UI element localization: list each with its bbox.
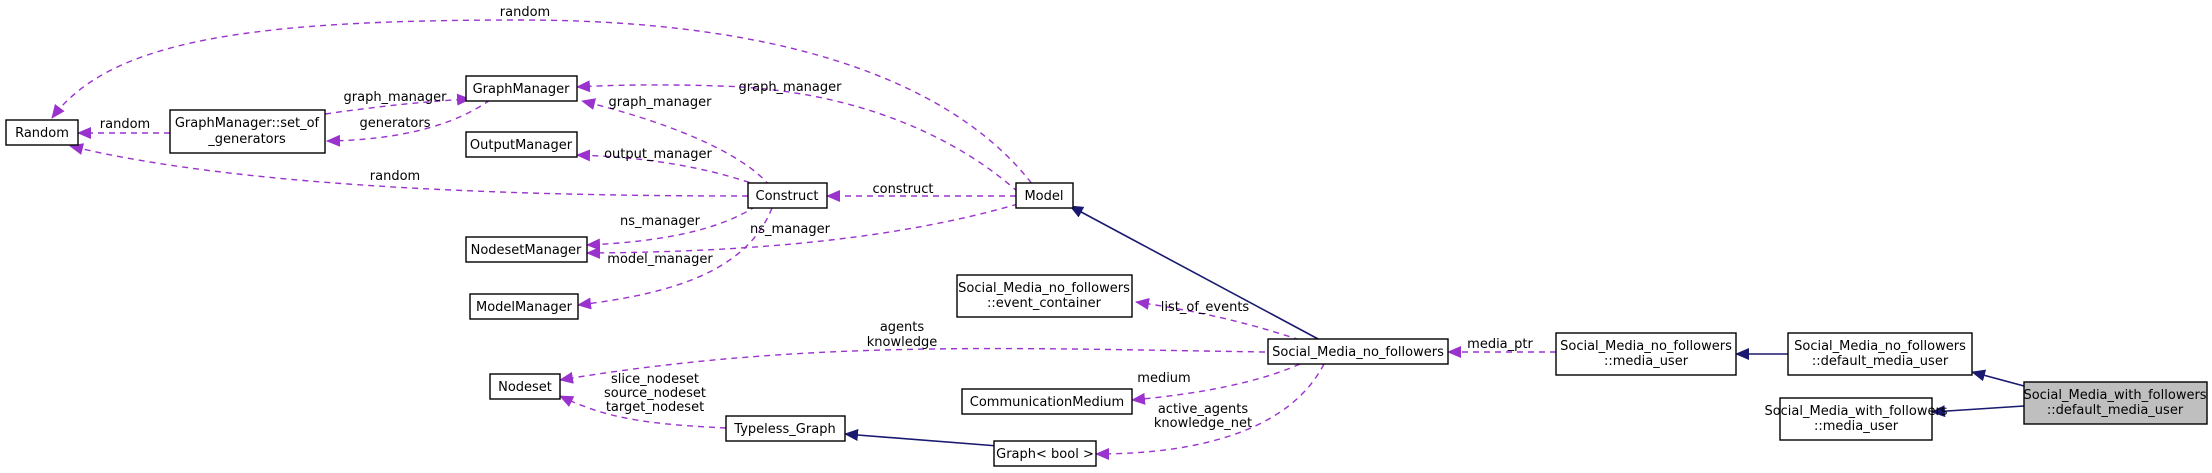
edge-label-model-construct: construct [872,182,933,197]
node-graph-bool[interactable]: Graph< bool > [993,440,1097,467]
edge-smnf-comm-medium [1131,363,1301,405]
edge-label-model-graph-manager: graph_manager [739,80,843,95]
edge-label-gmset-graph-manager: graph_manager [344,90,448,105]
edge-label-construct-ns-manager: ns_manager [620,214,701,229]
node-model[interactable]: Model [1015,182,1074,209]
node-construct[interactable]: Construct [747,182,828,209]
edge-swf-default-swf-media-user [1931,405,2025,418]
svg-text:GraphManager: GraphManager [473,82,571,97]
node-random[interactable]: Random [5,119,79,146]
edge-smnf-model [1069,205,1321,341]
svg-text:Social_Media_with_followers::m: Social_Media_with_followers::media_user [1764,404,1947,434]
node-communication-medium[interactable]: CommunicationMedium [961,388,1133,415]
svg-text:Nodeset: Nodeset [498,380,552,395]
edge-construct-model-manager [577,207,773,310]
edge-construct-graph-manager [581,98,771,187]
edge-label-construct-model-manager: model_manager [607,252,713,267]
svg-text:Social_Media_no_followers::def: Social_Media_no_followers::default_media… [1794,339,1966,369]
svg-text:Social_Media_with_followers::d: Social_Media_with_followers::default_med… [2023,388,2206,418]
node-smnf-default-media-user[interactable]: Social_Media_no_followers::default_media… [1787,332,1973,376]
edge-model-graph-manager [576,80,1019,193]
edge-smnf-nodeset [559,347,1266,384]
node-output-manager[interactable]: OutputManager [465,131,578,158]
edge-label-construct-output-manager: output_manager [604,147,712,162]
node-model-manager[interactable]: ModelManager [469,293,579,320]
svg-text:GraphManager::set_of_generator: GraphManager::set_of_generators [175,116,320,147]
edge-model-ns-manager [586,203,1019,259]
node-typeless-graph[interactable]: Typeless_Graph [725,415,846,442]
svg-text:CommunicationMedium: CommunicationMedium [970,395,1124,410]
edge-label-media-user-smnf: media_ptr [1467,337,1533,352]
edge-gmset-graph-manager [324,93,471,115]
svg-text:OutputManager: OutputManager [470,138,573,153]
svg-text:ModelManager: ModelManager [476,300,573,315]
node-nodeset-manager[interactable]: NodesetManager [465,236,588,263]
node-swf-media-user[interactable]: Social_Media_with_followers::media_user [1764,397,1948,441]
edge-smnf-graph-bool [1095,363,1325,460]
svg-text:Construct: Construct [756,189,819,204]
edge-label-graph-manager-generators: generators [360,116,431,131]
edge-label-model-random: random [500,5,550,20]
edge-label-construct-random: random [370,169,420,184]
svg-text:Typeless_Graph: Typeless_Graph [733,422,835,437]
svg-text:Random: Random [15,126,69,141]
node-social-media-no-followers[interactable]: Social_Media_no_followers [1267,338,1449,365]
svg-text:Social_Media_no_followers::med: Social_Media_no_followers::media_user [1560,339,1732,369]
svg-text:Social_Media_no_followers: Social_Media_no_followers [1272,345,1444,360]
svg-text:NodesetManager: NodesetManager [471,243,582,258]
node-smnf-media-user[interactable]: Social_Media_no_followers::media_user [1555,332,1737,376]
edge-construct-output-manager [576,149,761,187]
edge-swf-default-nf-default [1971,369,2025,387]
node-graph-manager[interactable]: GraphManager [465,75,578,102]
edge-tg-nodeset [559,395,727,429]
node-nodeset[interactable]: Nodeset [489,373,561,400]
node-graph-manager-set-of-generators[interactable]: GraphManager::set_of_generators [169,109,326,154]
edge-construct-ns-manager [586,205,757,251]
edge-label-construct-graph-manager: graph_manager [609,95,713,110]
edge-graph-bool-typeless [844,429,999,447]
edge-label-smnf-comm-medium: medium [1137,371,1190,386]
edge-model-random [51,19,1039,193]
edge-construct-random [69,143,749,197]
edge-label-model-ns-manager: ns_manager [750,222,831,237]
node-swf-default-media-user[interactable]: Social_Media_with_followers::default_med… [2023,381,2208,425]
node-event-container[interactable]: Social_Media_no_followers::event_contain… [956,274,1133,318]
edge-label-smnf-event-container: list_of_events [1161,300,1250,315]
svg-text:Model: Model [1024,189,1063,204]
edge-label-gmset-random: random [100,117,150,132]
svg-text:Social_Media_no_followers::eve: Social_Media_no_followers::event_contain… [958,281,1130,311]
edge-graph-manager-generators [326,99,491,147]
svg-text:Graph< bool >: Graph< bool > [996,447,1094,462]
